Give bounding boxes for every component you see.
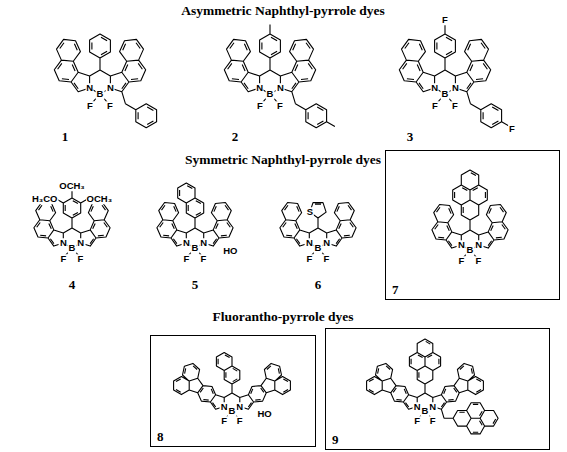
atom-label: N — [428, 402, 437, 412]
compound-number: 1 — [62, 130, 69, 143]
atom-label: B — [466, 245, 475, 255]
atom-label: F — [256, 101, 264, 111]
atom-label: B — [68, 243, 77, 253]
atom-label: F — [86, 101, 94, 111]
atom-label: F — [508, 124, 516, 134]
section-heading: Fluorantho-pyrrole dyes — [212, 310, 353, 324]
atom-label: F — [323, 254, 331, 264]
atom-label: F — [183, 254, 191, 264]
atom-label: N — [106, 83, 115, 93]
atom-label: N — [85, 83, 94, 93]
compound-number: 4 — [69, 278, 76, 291]
compound-box: 7 — [385, 150, 560, 300]
atom-label: B — [421, 406, 430, 416]
compound-box: 9 — [325, 328, 550, 450]
atom-label: F — [77, 254, 85, 264]
atom-label: N — [276, 83, 285, 93]
atom-label: N — [199, 238, 208, 248]
atom-label: F — [431, 101, 439, 111]
atom-label: B — [228, 406, 237, 416]
atom-label: HO — [222, 246, 238, 256]
atom-label: F — [236, 416, 244, 426]
atom-label: B — [266, 89, 275, 99]
atom-label: S — [306, 207, 314, 217]
compound-number: 9 — [332, 433, 339, 446]
atom-label: N — [182, 238, 191, 248]
compound-number: 5 — [192, 278, 199, 291]
compound-number: 6 — [315, 278, 322, 291]
atom-label: N — [76, 238, 85, 248]
atom-label: N — [322, 238, 331, 248]
atom-label: F — [220, 416, 228, 426]
atom-label: N — [457, 240, 466, 250]
atom-label: F — [429, 416, 437, 426]
atom-label: H₃CO — [31, 194, 59, 204]
atom-label: OCH₃ — [58, 181, 86, 191]
atom-label: F — [276, 101, 284, 111]
section-heading: Asymmetric Naphthyl-pyrrole dyes — [181, 4, 385, 18]
atom-label: N — [235, 402, 244, 412]
atom-label: HO — [256, 409, 272, 419]
compound-number: 8 — [157, 430, 164, 443]
atom-label: N — [474, 240, 483, 250]
atom-label: N — [59, 238, 68, 248]
atom-label: F — [451, 101, 459, 111]
atom-label: F — [60, 254, 68, 264]
atom-label: F — [458, 256, 466, 266]
compound-number: 2 — [232, 130, 239, 143]
bond-lines — [34, 23, 510, 434]
atom-label: B — [441, 89, 450, 99]
atom-label: OCH₃ — [86, 194, 114, 204]
compound-box: 8 — [150, 335, 316, 447]
atom-label: B — [96, 89, 105, 99]
atom-label: F — [306, 254, 314, 264]
atom-label: N — [305, 238, 314, 248]
compound-number: 7 — [392, 283, 399, 296]
atom-label: B — [314, 243, 323, 253]
atom-label: F — [413, 416, 421, 426]
section-heading: Symmetric Naphthyl-pyrrole dyes — [185, 153, 381, 167]
compound-number: 3 — [407, 130, 414, 143]
atom-label: N — [255, 83, 264, 93]
atom-label: F — [106, 101, 114, 111]
atom-label: F — [475, 256, 483, 266]
atom-label: N — [430, 83, 439, 93]
atom-label: F — [200, 254, 208, 264]
atom-label: B — [191, 243, 200, 253]
atom-label: N — [451, 83, 460, 93]
atom-label: F — [441, 15, 449, 25]
